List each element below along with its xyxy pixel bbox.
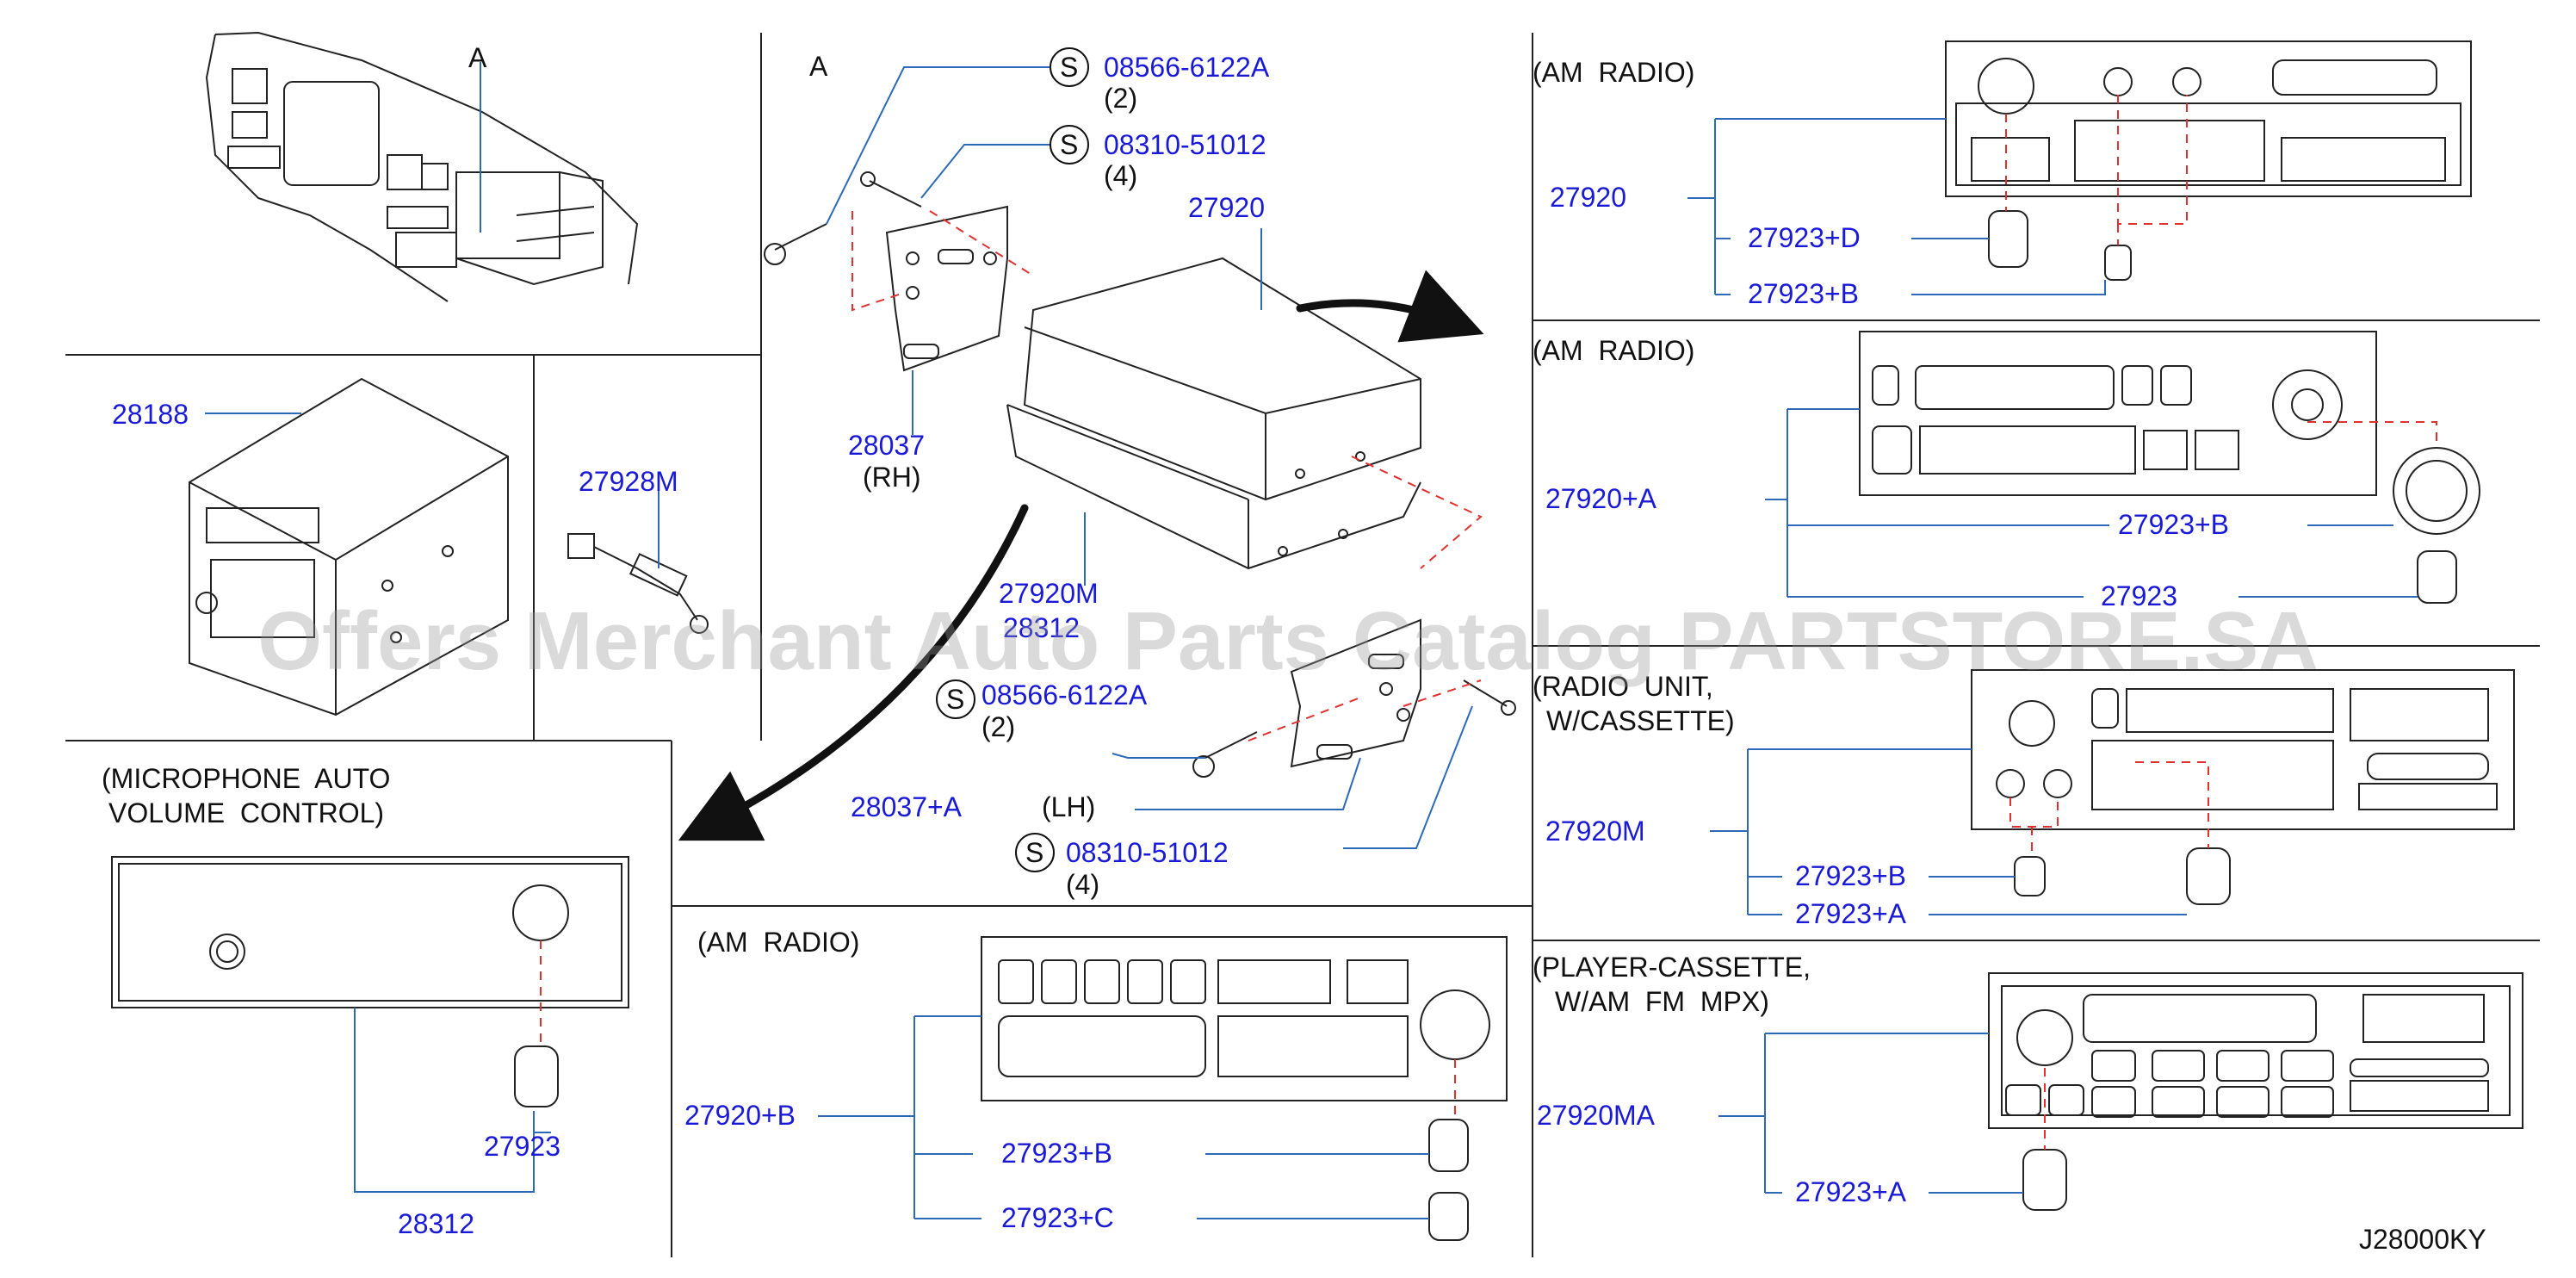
bolt-marker-s-3: S	[946, 684, 964, 715]
part-28037-rh: (RH)	[863, 462, 921, 493]
bc-title: (AM RADIO)	[697, 927, 859, 958]
radio-face-27920B	[981, 936, 1508, 1241]
radio-face-27920A	[1859, 331, 2480, 604]
bolt-code-08566-top[interactable]: 08566-6122A	[1104, 52, 1270, 83]
radio-mounting-assembly	[764, 171, 1516, 778]
bc-knob-27923C[interactable]: 27923+C	[1001, 1202, 1114, 1233]
view-label-a-top: A	[468, 42, 487, 73]
dashed-guide-lines-r1	[2005, 95, 2188, 245]
bolt-code-08310-bottom[interactable]: 08310-51012	[1066, 837, 1229, 868]
mic-title-line1: (MICROPHONE AUTO	[102, 763, 390, 794]
panel-borders	[65, 33, 2540, 1257]
dashed-guide-lines	[851, 210, 1483, 741]
mic-unit-28312[interactable]: 28312	[398, 1208, 474, 1239]
bolt-qty-top-1: (2)	[1104, 83, 1137, 114]
r2-knob-27923[interactable]: 27923	[2101, 580, 2177, 611]
radio-face-27920MA	[1988, 972, 2523, 1211]
part-27928M[interactable]: 27928M	[579, 466, 678, 497]
big-arrows	[678, 270, 1484, 841]
microphone-panel	[111, 856, 629, 1107]
part-28312-center[interactable]: 28312	[1003, 612, 1080, 643]
r1-knob-27923D[interactable]: 27923+D	[1748, 222, 1861, 253]
bc-knob-27923B[interactable]: 27923+B	[1001, 1138, 1112, 1169]
r2-knob-27923B[interactable]: 27923+B	[2118, 509, 2229, 540]
r2-unit-27920A[interactable]: 27920+A	[1545, 483, 1657, 514]
mic-knob-27923[interactable]: 27923	[484, 1131, 560, 1162]
part-28037A-lh: (LH)	[1042, 791, 1095, 822]
microphone-connector-27928M	[567, 533, 709, 634]
r3-unit-27920M[interactable]: 27920M	[1545, 816, 1645, 847]
cd-unit-28188	[189, 377, 509, 717]
bolt-qty-bottom-1: (2)	[981, 711, 1015, 742]
view-label-a: A	[809, 51, 828, 82]
r3-title-line2: W/CASSETTE)	[1546, 705, 1735, 736]
part-27920M-center[interactable]: 27920M	[999, 578, 1099, 609]
dashboard-illustration	[205, 31, 639, 302]
part-28037A[interactable]: 28037+A	[851, 791, 963, 822]
r1-unit-27920[interactable]: 27920	[1550, 182, 1626, 213]
bolt-code-08310-top[interactable]: 08310-51012	[1104, 129, 1266, 160]
r4-title-line1: (PLAYER-CASSETTE,	[1533, 952, 1811, 983]
r3-knob-27923B[interactable]: 27923+B	[1795, 860, 1906, 891]
bolt-marker-s-4: S	[1025, 837, 1043, 868]
part-28037[interactable]: 28037	[848, 430, 925, 461]
r1-knob-27923B[interactable]: 27923+B	[1748, 278, 1859, 309]
bc-unit-27920B[interactable]: 27920+B	[684, 1100, 796, 1131]
part-28188[interactable]: 28188	[112, 399, 189, 430]
radio-face-27920	[1945, 40, 2472, 281]
bolt-marker-s-2: S	[1060, 129, 1078, 160]
r4-knob-27923A[interactable]: 27923+A	[1795, 1176, 1907, 1207]
diagram-code: J28000KY	[2359, 1224, 2486, 1255]
r2-title: (AM RADIO)	[1533, 335, 1694, 366]
mic-title-line2: VOLUME CONTROL)	[108, 797, 384, 828]
bolt-qty-bottom-2: (4)	[1066, 869, 1099, 900]
radio-face-27920M	[1971, 669, 2515, 905]
leader-lines	[205, 62, 2418, 1219]
r1-title: (AM RADIO)	[1533, 57, 1694, 88]
r3-knob-27923A[interactable]: 27923+A	[1795, 898, 1907, 929]
r3-title-line1: (RADIO UNIT,	[1533, 671, 1713, 702]
part-27920[interactable]: 27920	[1188, 192, 1265, 223]
r4-unit-27920MA[interactable]: 27920MA	[1537, 1100, 1656, 1131]
bolt-marker-s-1: S	[1060, 52, 1078, 83]
bolt-qty-top-2: (4)	[1104, 160, 1137, 191]
bolt-s-markers	[936, 47, 1089, 872]
bolt-code-08566-bottom[interactable]: 08566-6122A	[981, 679, 1148, 710]
r4-title-line2: W/AM FM MPX)	[1555, 986, 1769, 1017]
